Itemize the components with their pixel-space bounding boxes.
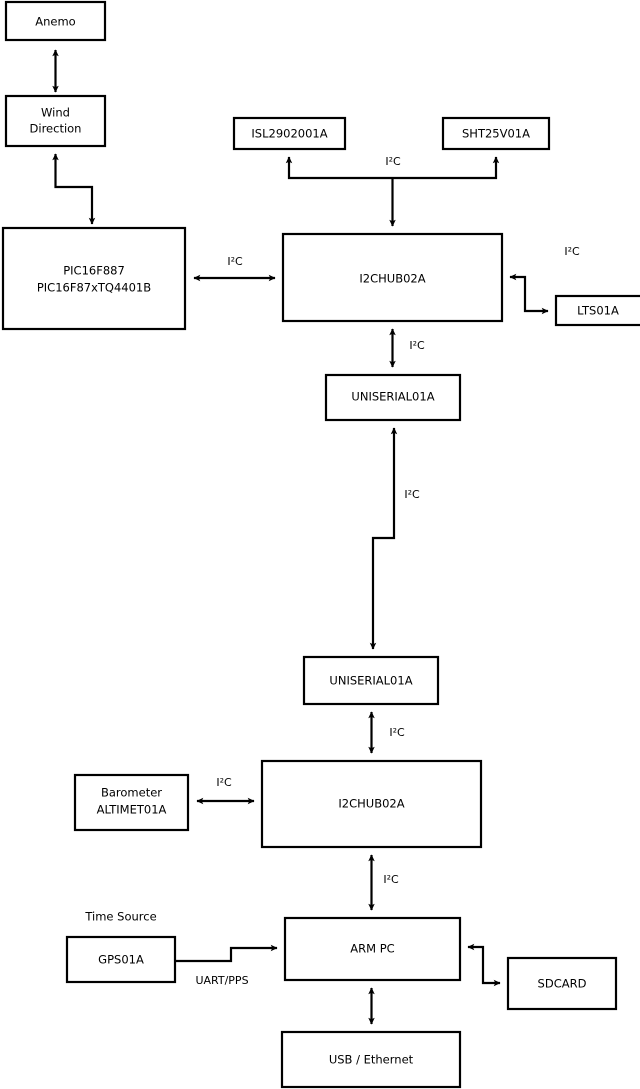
- node-i2chub02a-lower-label: I2CHUB02A: [338, 797, 404, 811]
- edge-label-i2c-hub-uniserial: I²C: [409, 339, 425, 352]
- node-sht25v01a-rect[interactable]: [441, 116, 551, 151]
- edge-uniserial2-uniserial1: [369, 427, 398, 650]
- node-sht25v01a[interactable]: SHT25V01A: [441, 116, 551, 151]
- node-sht25v01a-label: SHT25V01A: [462, 127, 530, 141]
- edge-gps-armpc: [175, 944, 278, 963]
- node-wind-direction-rect[interactable]: [4, 94, 107, 148]
- edge-wind-pic: [52, 153, 96, 225]
- node-isl2902001a[interactable]: ISL2902001A: [232, 116, 347, 151]
- node-gps01a-label: GPS01A: [98, 953, 144, 967]
- edge-label-i2c-barometer-hub2: I²C: [216, 776, 232, 789]
- node-anemo-rect[interactable]: [4, 0, 107, 42]
- edge-hub1-lts: [509, 273, 549, 315]
- node-arm-pc-label: ARM PC: [350, 942, 394, 956]
- edge-armpc-sdcard: [467, 943, 501, 987]
- node-usb-ethernet-label: USB / Ethernet: [329, 1053, 414, 1067]
- edge-label-i2c-uniserial-link: I²C: [404, 488, 420, 501]
- node-barometer-label-line2: ALTIMET01A: [97, 803, 167, 817]
- node-pic-mcu-label-line1: PIC16F887: [63, 264, 125, 278]
- node-gps01a-rect[interactable]: [65, 935, 177, 984]
- node-i2chub02a-upper[interactable]: I2CHUB02A: [281, 232, 504, 323]
- node-barometer[interactable]: Barometer ALTIMET01A: [73, 773, 190, 832]
- edge-label-i2c-uniserial-hub2: I²C: [389, 726, 405, 739]
- node-i2chub02a-upper-rect[interactable]: [281, 232, 504, 323]
- node-gps01a[interactable]: GPS01A: [65, 935, 177, 984]
- node-uniserial01a-upper-rect[interactable]: [324, 373, 462, 422]
- node-sdcard-label: SDCARD: [538, 977, 587, 991]
- edges-layer: [52, 49, 549, 1025]
- node-barometer-label-line1: Barometer: [101, 786, 162, 800]
- node-arm-pc-rect[interactable]: [283, 916, 462, 982]
- node-uniserial01a-lower-label: UNISERIAL01A: [329, 674, 412, 688]
- node-isl2902001a-rect[interactable]: [232, 116, 347, 151]
- node-i2chub02a-lower-rect[interactable]: [260, 759, 483, 849]
- node-isl2902001a-label: ISL2902001A: [251, 127, 327, 141]
- edge-label-i2c-hub-lts: I²C: [564, 245, 580, 258]
- node-uniserial01a-lower-rect[interactable]: [302, 655, 440, 706]
- node-usb-ethernet-rect[interactable]: [280, 1030, 462, 1089]
- node-wind-direction-label-line2: Direction: [30, 122, 82, 136]
- node-anemo[interactable]: Anemo: [4, 0, 107, 42]
- edge-label-i2c-pic-hub: I²C: [227, 255, 243, 268]
- node-pic-mcu-rect[interactable]: [1, 226, 187, 331]
- edge-label-i2c-hub2-armpc: I²C: [383, 873, 399, 886]
- node-lts01a-label: LTS01A: [577, 304, 619, 318]
- node-lts01a[interactable]: LTS01A: [554, 294, 640, 327]
- node-barometer-rect[interactable]: [73, 773, 190, 832]
- node-pic-mcu[interactable]: PIC16F887 PIC16F87xTQ4401B: [1, 226, 187, 331]
- node-wind-direction[interactable]: Wind Direction: [4, 94, 107, 148]
- node-uniserial01a-upper[interactable]: UNISERIAL01A: [324, 373, 462, 422]
- node-sdcard[interactable]: SDCARD: [506, 956, 618, 1011]
- node-uniserial01a-upper-label: UNISERIAL01A: [351, 390, 434, 404]
- node-pic-mcu-label-line2: PIC16F87xTQ4401B: [37, 281, 151, 295]
- node-uniserial01a-lower[interactable]: UNISERIAL01A: [302, 655, 440, 706]
- node-i2chub02a-upper-label: I2CHUB02A: [359, 272, 425, 286]
- node-sdcard-rect[interactable]: [506, 956, 618, 1011]
- node-anemo-label: Anemo: [35, 15, 75, 29]
- node-usb-ethernet[interactable]: USB / Ethernet: [280, 1030, 462, 1089]
- node-wind-direction-label-line1: Wind: [41, 106, 70, 120]
- labels-layer: I²C I²C I²C I²C I²C I²C I²C I²C UART/PPS…: [84, 155, 580, 987]
- node-i2chub02a-lower[interactable]: I2CHUB02A: [260, 759, 483, 849]
- node-arm-pc[interactable]: ARM PC: [283, 916, 462, 982]
- node-lts01a-rect[interactable]: [554, 294, 640, 327]
- edge-label-i2c-sensor-bus: I²C: [385, 155, 401, 168]
- label-time-source: Time Source: [84, 910, 156, 924]
- edge-label-uart-pps: UART/PPS: [195, 974, 248, 987]
